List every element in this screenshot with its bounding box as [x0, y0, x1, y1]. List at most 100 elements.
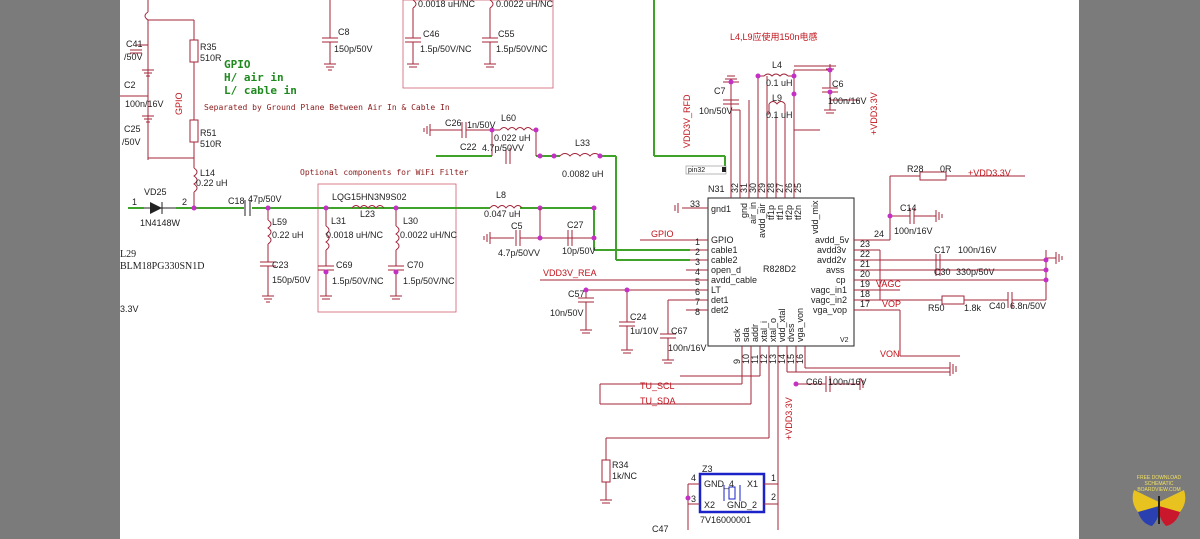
- l59-ref: L59: [272, 217, 287, 227]
- watermark-line1: FREE DOWNLOAD: [1137, 475, 1182, 481]
- c55-value: 1.5p/50V/NC: [496, 44, 548, 54]
- c14-value: 100n/16V: [894, 226, 933, 236]
- l30-value: 0.0022 uH/NC: [400, 230, 458, 240]
- air-in-filter: [423, 122, 603, 164]
- l9-value: 0.1 uH: [766, 110, 793, 120]
- c57-ref: C57: [568, 289, 585, 299]
- ic-pin-name-tf1p: tf1p: [766, 205, 776, 220]
- c57-value: 10n/50V: [550, 308, 584, 318]
- c7-ref: C7: [714, 86, 726, 96]
- pin-1-label: 1: [132, 197, 137, 207]
- ic-pin-name-xtal-i: xtal_i: [759, 321, 769, 342]
- ic-pin-num-28: 28: [766, 183, 776, 193]
- ic-pin-name-vagc-in2: vagc_in2: [811, 295, 847, 305]
- ic-pin-num-10: 10: [741, 354, 751, 364]
- ic-n31-body: [707, 197, 855, 347]
- l59-value: 0.22 uH: [272, 230, 304, 240]
- r28-ref: R28: [907, 164, 924, 174]
- ic-pin-num-25: 25: [793, 183, 803, 193]
- ic-pin-num-1: 1: [695, 237, 700, 247]
- ic-pin-name-cable1: cable1: [711, 245, 738, 255]
- note-l4-l9: L4,L9应使用150n电感: [730, 31, 818, 42]
- ic-pin-name-tf1n: tf1n: [775, 205, 785, 220]
- c23-ref: C23: [272, 260, 289, 270]
- ic-pin-name-tf2n: tf2n: [793, 205, 803, 220]
- l31-ref: L31: [331, 216, 346, 226]
- ic-part: R828D2: [763, 264, 796, 274]
- crystal-z3: [685, 472, 778, 530]
- net-vagc: VAGC: [876, 279, 901, 289]
- l33-ref: L33: [575, 138, 590, 148]
- ic-left-pin-labels: 33 gnd1 1 GPIO 2 cable1 3 cable2 4 open_…: [690, 199, 757, 317]
- vd25-value: 1N4148W: [140, 218, 181, 228]
- ic-pin-name-sda: sda: [741, 327, 751, 342]
- top-frag-2: 0.0022 uH/NC: [496, 0, 554, 9]
- l8-stage: [483, 205, 597, 246]
- ic-top-pins: [723, 64, 860, 198]
- c30-ref: C30: [934, 267, 951, 277]
- ic-pin-name-tf2p: tf2p: [784, 205, 794, 220]
- net-pin32: pin32: [688, 167, 705, 174]
- l9-ref: L9: [772, 93, 782, 103]
- ic-bottom-pins: [599, 346, 957, 530]
- ic-pin-num-32: 32: [730, 183, 740, 193]
- r35-ref: R35: [200, 42, 217, 52]
- ic-pin-num-33: 33: [690, 199, 700, 209]
- c25-ref: C25: [124, 124, 141, 134]
- l29-value: BLM18PG330SN1D: [120, 261, 204, 272]
- c24-ref: C24: [630, 312, 647, 322]
- wifi-filter-box-top: [402, 0, 554, 89]
- watermark-logo: FREE DOWNLOAD SCHEMATIC BOARDVIEW.COM: [1132, 475, 1186, 526]
- ic-pin-num-26: 26: [784, 183, 794, 193]
- z3-pin-3: 3: [691, 494, 696, 504]
- c6-ref: C6: [832, 79, 844, 89]
- r51-value: 510R: [200, 139, 222, 149]
- ic-pin-num-19: 19: [860, 279, 870, 289]
- c26-ref: C26: [445, 118, 462, 128]
- c69-ref: C69: [336, 260, 353, 270]
- ic-pin-num-17: 17: [860, 299, 870, 309]
- ic-pin-num-16: 16: [795, 354, 805, 364]
- r51-ref: R51: [200, 128, 217, 138]
- note-separated: Separated by Ground Plane Between Air In…: [204, 103, 450, 112]
- note-optional: Optional components for WiFi Filter: [300, 168, 469, 177]
- ic-left-pins: [540, 203, 708, 364]
- ic-pin-num-18: 18: [860, 289, 870, 299]
- note-lqg: LQG15HN3N9S02: [332, 192, 407, 202]
- net-vdd3v-rfd: VDD3V_RFD: [682, 94, 692, 148]
- ic-pin-name-avdd-5v: avdd_5v: [815, 235, 850, 245]
- ic-pin-num-11: 11: [750, 355, 760, 364]
- ic-pin-num-31: 31: [739, 183, 749, 193]
- ic-pin-name-sck: sck: [732, 328, 742, 342]
- c40-ref: C40: [989, 301, 1006, 311]
- net-von: VON: [880, 349, 900, 359]
- c25-value: /50V: [122, 137, 141, 147]
- c40-value: 6.8n/50V: [1010, 301, 1046, 311]
- ic-pin-name-vdd-mix: vdd_mix: [810, 200, 820, 234]
- ic-pin-name-det1: det1: [711, 295, 729, 305]
- ic-pin-name-cp: cp: [836, 275, 846, 285]
- r35-value: 510R: [200, 53, 222, 63]
- ic-pin-num-27: 27: [775, 183, 785, 193]
- ic-pin-name-xtal-o: xtal_o: [768, 318, 778, 342]
- c55-ref: C55: [498, 29, 515, 39]
- l4-value: 0.1 uH: [766, 78, 793, 88]
- l30-ref: L30: [403, 216, 418, 226]
- c27-value: 10p/50V: [562, 246, 596, 256]
- watermark-line2: SCHEMATIC: [1144, 481, 1173, 487]
- l4-ref: L4: [772, 60, 782, 70]
- c23-value: 150p/50V: [272, 275, 311, 285]
- l14-ref: L14: [200, 168, 215, 178]
- c66-value: 100n/16V: [828, 377, 867, 387]
- ic-pin-name-gnd1: gnd1: [711, 204, 731, 214]
- ic-pin-num-21: 21: [860, 259, 870, 269]
- ic-bottom-pin-labels: sck 9 sda 10 addr 11 xtal_i 12 xtal_o 13…: [732, 308, 805, 364]
- c5-value: 4.7p/50VV: [498, 248, 540, 258]
- watermark-line3: BOARDVIEW.COM: [1137, 487, 1180, 493]
- c67-ref: C67: [671, 326, 688, 336]
- wifi-filter-circuit: [318, 205, 404, 300]
- ic-pin-num-15: 15: [786, 354, 796, 364]
- c8-value: 150p/50V: [334, 44, 373, 54]
- z3-gnd4: GND_4: [704, 479, 734, 489]
- c2-value: 100n/16V: [125, 99, 164, 109]
